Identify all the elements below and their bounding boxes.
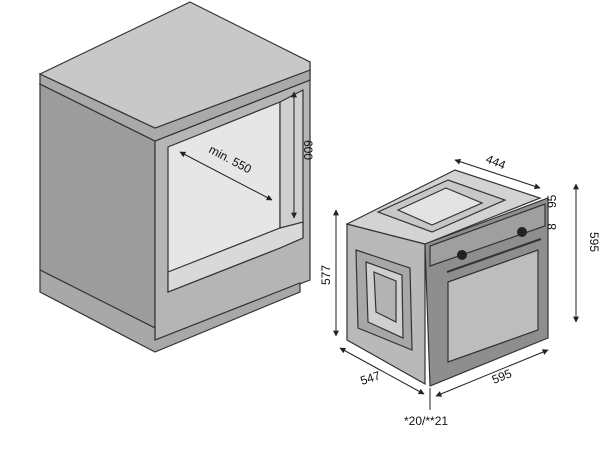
oven-offset-b-label: 95: [545, 194, 559, 208]
oven-height-dimension: 595: [573, 183, 600, 323]
oven-door-handle: [446, 238, 542, 273]
cabinet: [38, 1, 311, 353]
oven-knob-right-icon: [517, 227, 527, 237]
oven-depth-label: 547: [359, 368, 383, 388]
oven-top-vent: [396, 187, 484, 226]
oven-depth-dimension: 547: [339, 347, 425, 395]
oven-control-panel: [429, 203, 546, 267]
oven-top-depth-label: 444: [484, 152, 508, 173]
cabinet-niche-floor: [167, 221, 304, 293]
oven-width-label: 595: [490, 366, 514, 387]
cabinet-plinth: [39, 269, 301, 353]
oven-door-glass: [447, 249, 539, 363]
niche-height-label: 600: [301, 140, 315, 160]
oven-knob-left-icon: [457, 250, 467, 260]
oven: [345, 169, 549, 387]
oven-side-height-label: 577: [319, 265, 333, 285]
oven-height-label: 595: [587, 232, 600, 252]
cabinet-countertop-surface: [38, 1, 311, 129]
oven-offset-a-label: 8: [545, 223, 559, 230]
door-offset-label: *20/**21: [404, 414, 448, 428]
oven-side-embossing-core: [373, 271, 397, 323]
niche-height-dimension: 600: [291, 91, 315, 219]
oven-side-height-dimension: 577: [319, 209, 339, 337]
